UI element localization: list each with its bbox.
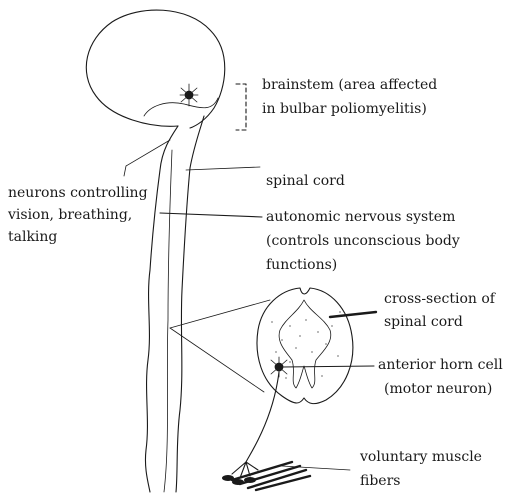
anterior-horn-leader — [282, 366, 374, 367]
muscle-label-line-1: voluntary muscle — [360, 448, 482, 467]
autonomic-label-line-2: (controls unconscious body — [266, 232, 460, 251]
anterior-horn-label-line-2: (motor neuron) — [384, 380, 492, 399]
autonomic-label-line-3: functions) — [266, 256, 337, 275]
muscle-label-line-2: fibers — [360, 472, 400, 491]
neurons-label-line-2: vision, breathing, — [8, 206, 132, 225]
brainstem-right-edge — [190, 116, 204, 168]
neurons-leader — [124, 140, 170, 176]
anterior-horn-label-line-1: anterior horn cell — [378, 356, 503, 375]
brainstem-neuron-icon — [180, 84, 198, 106]
autonomic-label-line-1: autonomic nervous system — [266, 208, 455, 227]
spinal-cord-leader — [186, 167, 260, 170]
cross-section-label-leader — [330, 312, 376, 317]
cross-section-label-line-1: cross-section of — [384, 290, 495, 309]
motor-axon — [246, 372, 279, 462]
neurons-label-line-1: neurons controlling — [8, 184, 148, 203]
brainstem-label-line-1: brainstem (area affected — [262, 76, 437, 95]
spinal-cord-cross-section — [257, 288, 353, 404]
neurons-label-line-3: talking — [8, 228, 57, 247]
cerebellum-outline — [144, 98, 218, 116]
cross-section-leader-bottom — [170, 328, 264, 392]
brainstem-left-edge — [160, 126, 178, 170]
brain-outline — [86, 10, 224, 128]
cross-section-label-line-2: spinal cord — [384, 313, 463, 332]
autonomic-leader — [160, 213, 262, 217]
spinal-cord-left-edge — [145, 170, 160, 492]
voluntary-muscle-fibers — [222, 462, 310, 490]
spinal-cord-label: spinal cord — [266, 172, 345, 191]
brainstem-label-line-2: in bulbar poliomyelitis) — [262, 100, 427, 119]
cross-section-leader-top — [170, 300, 270, 328]
brainstem-bracket — [236, 84, 246, 130]
spinal-cord-inner-line — [164, 150, 172, 492]
spinal-cord-right-edge — [176, 168, 190, 492]
